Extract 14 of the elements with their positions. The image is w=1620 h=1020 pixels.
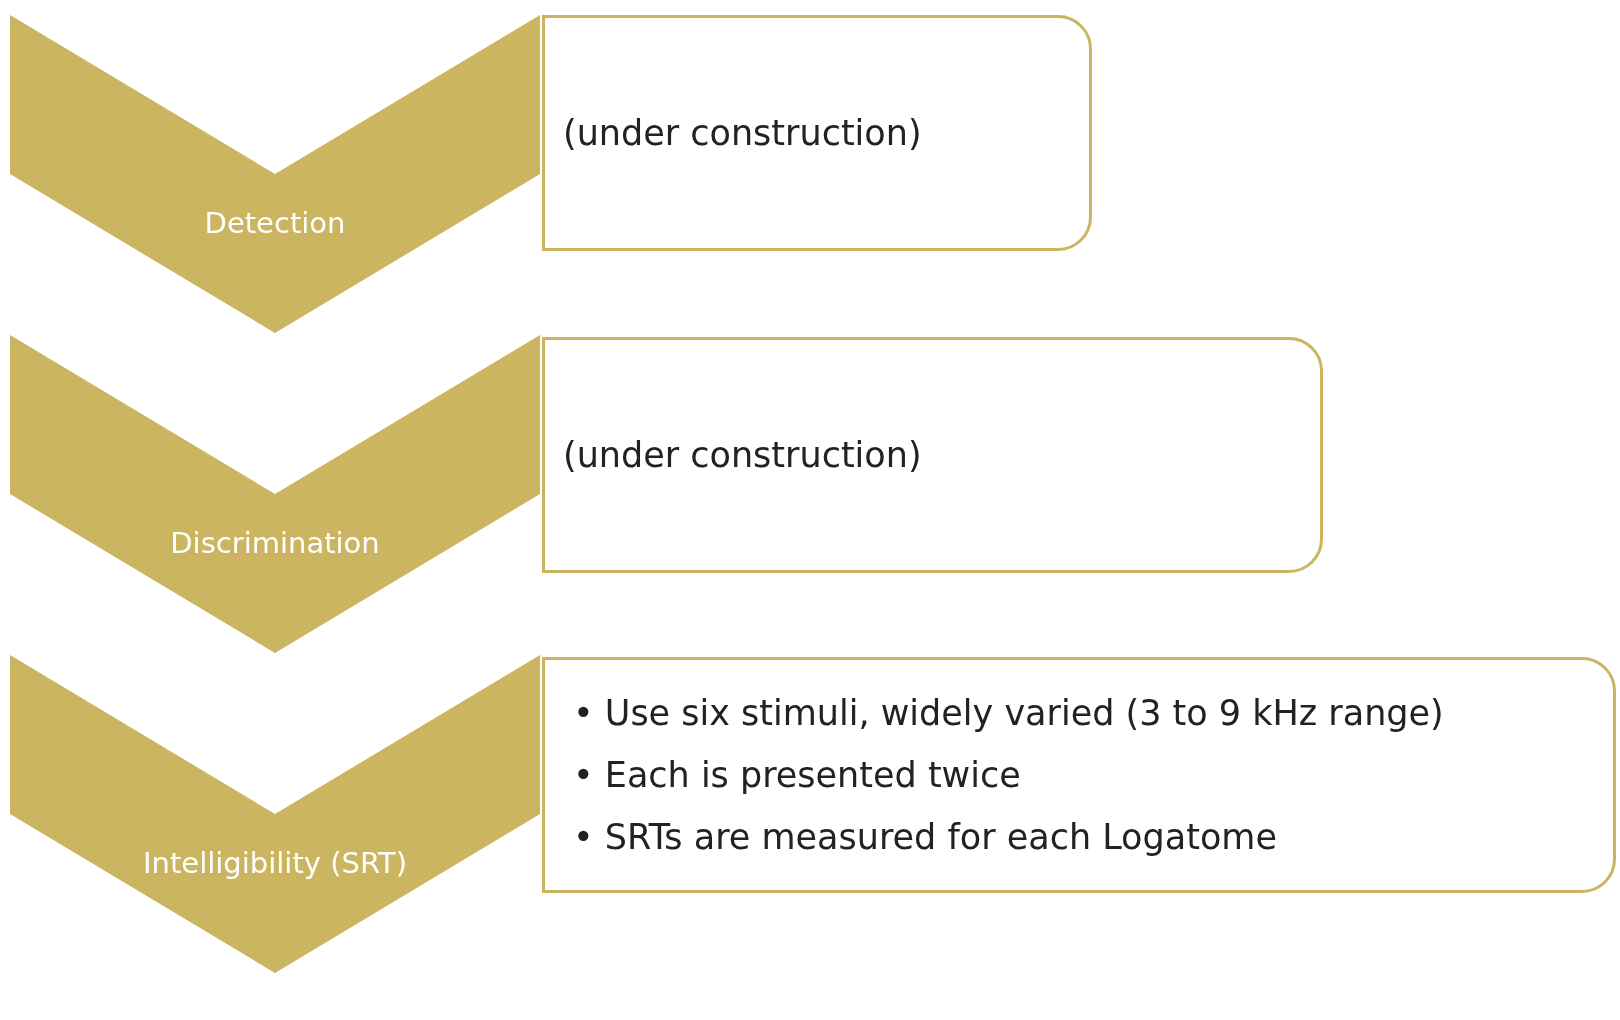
panel-text: (under construction) [563,435,922,475]
step-label: Intelligibility (SRT) [143,845,407,880]
description-panel [542,657,1616,893]
bullet-item: • Use six stimuli, widely varied (3 to 9 kHz range) [573,692,1445,735]
description-panel [542,15,1092,251]
chevron-step [10,15,540,333]
step-label: Discrimination [170,525,380,560]
description-panel [542,337,1323,573]
bullet-item: • Each is presented twice [573,754,1022,797]
step-label: Detection [204,205,346,240]
panel-text: (under construction) [563,113,922,153]
chevron-step [10,335,540,653]
bullet-item: • SRTs are measured for each Logatome [573,816,1278,859]
chevron-step [10,655,540,973]
